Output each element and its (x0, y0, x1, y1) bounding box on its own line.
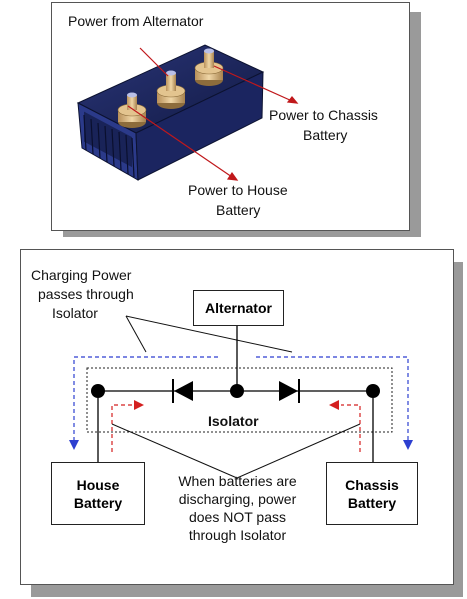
discharge-callout-lines (111, 423, 361, 479)
charging-callout-lines (125, 315, 293, 353)
discharge-note-line4: through Isolator (188, 527, 287, 543)
charging-note-line3: Isolator (52, 305, 98, 321)
chassis-battery-label-line2: Battery (347, 494, 397, 511)
house-battery-label-line1: House (76, 476, 120, 493)
isolator-label: Isolator (208, 413, 259, 429)
discharge-arrow-left (134, 400, 144, 410)
pointer-lines (127, 47, 299, 181)
pointer-house (127, 105, 233, 178)
pointer-chassis (213, 65, 293, 102)
discharge-note-line2: discharging, power (178, 491, 297, 507)
discharge-arrow-right (329, 400, 339, 410)
label-power-to-house-line1: Power to House (188, 182, 288, 198)
diode-left-icon (172, 379, 193, 403)
house-battery-label-line2: Battery (73, 494, 123, 511)
discharge-note: When batteries are discharging, power do… (160, 472, 315, 544)
charging-note-line1: Charging Power (31, 267, 132, 283)
label-power-to-chassis-line1: Power to Chassis (269, 107, 378, 123)
charging-path-right (256, 356, 409, 440)
chassis-battery-label-line1: Chassis (345, 476, 399, 493)
terminal-alternator-dot (230, 384, 244, 398)
house-battery-box: House Battery (51, 462, 145, 525)
label-power-from-alternator: Power from Alternator (68, 13, 204, 29)
terminal-house-dot (91, 384, 105, 398)
isolator-enclosure (86, 367, 393, 433)
discharge-path-right (341, 404, 361, 452)
pointer-alternator (139, 47, 169, 77)
diode-right-icon (279, 379, 300, 403)
discharge-note-line3: does NOT pass (188, 509, 286, 525)
terminal-chassis-dot (366, 384, 380, 398)
charging-path-left (73, 356, 218, 440)
terminal-middle-icon (156, 70, 186, 109)
charging-arrow-right (403, 440, 413, 450)
charging-arrow-left (69, 440, 79, 450)
alternator-box: Alternator (193, 290, 284, 326)
discharge-note-line1: When batteries are (178, 473, 297, 489)
chassis-battery-box: Chassis Battery (326, 462, 418, 525)
terminal-right-icon (194, 48, 224, 86)
label-power-to-house-line2: Battery (216, 202, 261, 218)
charging-note-line2: passes through (38, 286, 134, 302)
label-power-to-chassis-line2: Battery (303, 127, 348, 143)
alternator-label: Alternator (205, 300, 272, 316)
discharge-path-left (111, 404, 132, 452)
